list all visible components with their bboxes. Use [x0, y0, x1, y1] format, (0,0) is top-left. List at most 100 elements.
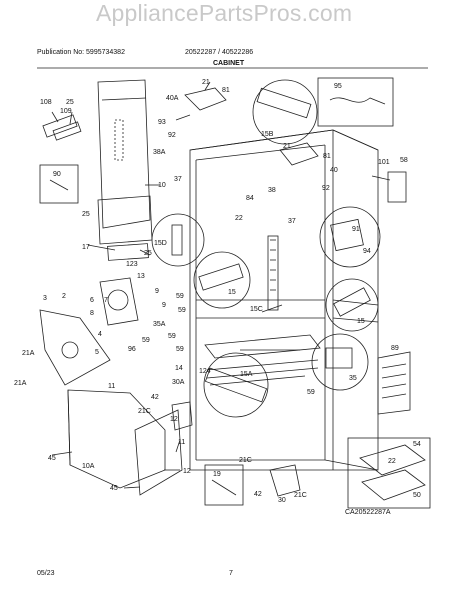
- svg-text:3: 3: [43, 295, 47, 302]
- svg-text:35A: 35A: [153, 321, 166, 328]
- callout-35-59: [311, 333, 369, 391]
- svg-text:15A: 15A: [240, 371, 253, 378]
- svg-text:6: 6: [90, 297, 94, 304]
- top-hinge-right: [279, 142, 319, 166]
- svg-text:15B: 15B: [261, 131, 274, 138]
- door-panel: [97, 79, 151, 229]
- svg-text:59: 59: [176, 346, 184, 353]
- svg-text:81: 81: [222, 87, 230, 94]
- svg-text:42: 42: [254, 491, 262, 498]
- svg-text:54: 54: [413, 441, 421, 448]
- divider-rail: [204, 334, 321, 359]
- svg-text:10: 10: [158, 182, 166, 189]
- svg-text:4: 4: [98, 331, 102, 338]
- drawing-id: CA20522287A: [345, 509, 391, 516]
- vent-strip: [267, 235, 279, 311]
- svg-text:21: 21: [202, 79, 210, 86]
- svg-text:59: 59: [142, 337, 150, 344]
- svg-text:59: 59: [307, 389, 315, 396]
- callout-15A: [203, 352, 269, 418]
- svg-text:42: 42: [151, 394, 159, 401]
- svg-text:17: 17: [82, 244, 90, 251]
- screw-90-box: [39, 164, 79, 204]
- svg-text:14: 14: [175, 365, 183, 372]
- svg-text:124: 124: [199, 368, 211, 375]
- svg-text:25: 25: [66, 99, 74, 106]
- svg-text:94: 94: [363, 248, 371, 255]
- svg-text:37: 37: [288, 218, 296, 225]
- svg-text:12: 12: [183, 468, 191, 475]
- svg-text:21A: 21A: [14, 380, 27, 387]
- svg-text:58: 58: [400, 157, 408, 164]
- svg-text:92: 92: [322, 185, 330, 192]
- svg-text:108: 108: [40, 99, 52, 106]
- svg-text:21: 21: [283, 143, 291, 150]
- svg-text:30: 30: [278, 497, 286, 504]
- page-number: 7: [229, 570, 233, 577]
- svg-text:13: 13: [137, 273, 145, 280]
- watermark: AppliancePartsPros.com: [96, 0, 353, 26]
- svg-text:93: 93: [158, 119, 166, 126]
- svg-text:9: 9: [162, 302, 166, 309]
- svg-text:91: 91: [352, 226, 360, 233]
- svg-text:90: 90: [53, 171, 61, 178]
- bottom-hinge-bracket: [269, 464, 301, 497]
- svg-text:7: 7: [104, 297, 108, 304]
- wire-harness-box: [317, 77, 394, 127]
- svg-text:59: 59: [178, 307, 186, 314]
- callout-15B: [252, 79, 318, 145]
- bin-box: [347, 437, 431, 509]
- svg-text:25: 25: [82, 211, 90, 218]
- svg-text:15C: 15C: [250, 306, 263, 313]
- svg-text:96: 96: [128, 346, 136, 353]
- svg-text:5: 5: [95, 349, 99, 356]
- svg-text:15: 15: [228, 289, 236, 296]
- svg-text:25: 25: [144, 250, 152, 257]
- lower-hinge-assembly: [39, 309, 111, 386]
- svg-text:109: 109: [60, 108, 72, 115]
- section-title: CABINET: [213, 60, 245, 67]
- svg-text:12: 12: [170, 416, 178, 423]
- svg-text:21C: 21C: [239, 457, 252, 464]
- svg-text:40: 40: [330, 167, 338, 174]
- door-handle-bracket: [107, 243, 149, 261]
- svg-text:89: 89: [391, 345, 399, 352]
- svg-text:84: 84: [246, 195, 254, 202]
- handle-cap: [42, 114, 78, 138]
- svg-text:59: 59: [168, 333, 176, 340]
- svg-text:92: 92: [168, 132, 176, 139]
- svg-text:21A: 21A: [22, 350, 35, 357]
- svg-text:35: 35: [349, 375, 357, 382]
- center-hinge-bracket: [171, 401, 193, 431]
- svg-text:2: 2: [62, 293, 66, 300]
- rear-panel-89: [377, 351, 411, 415]
- svg-text:81: 81: [323, 153, 331, 160]
- callout-91-94: [319, 206, 381, 268]
- cam-plate: [99, 277, 139, 326]
- svg-text:30A: 30A: [172, 379, 185, 386]
- publication-number: Publication No: 5995734382: [37, 49, 125, 56]
- svg-text:10A: 10A: [82, 463, 95, 470]
- svg-text:50: 50: [413, 492, 421, 499]
- svg-text:37: 37: [174, 176, 182, 183]
- svg-text:95: 95: [334, 83, 342, 90]
- svg-text:45: 45: [110, 485, 118, 492]
- lower-door-panel: [67, 389, 166, 489]
- svg-text:9: 9: [155, 288, 159, 295]
- svg-text:22: 22: [388, 458, 396, 465]
- svg-text:19: 19: [213, 471, 221, 478]
- callout-15D: [151, 213, 205, 267]
- svg-text:38A: 38A: [153, 149, 166, 156]
- door-gasket-frame: [134, 409, 183, 496]
- callout-15-left: [193, 251, 251, 309]
- svg-text:11: 11: [108, 383, 115, 390]
- svg-text:45: 45: [48, 455, 56, 462]
- bracket-101: [387, 171, 407, 203]
- svg-text:123: 123: [126, 261, 138, 268]
- callout-15-right: [325, 278, 379, 332]
- svg-text:59: 59: [176, 293, 184, 300]
- model-numbers: 20522287 / 40522286: [185, 49, 254, 56]
- svg-text:101: 101: [378, 159, 390, 166]
